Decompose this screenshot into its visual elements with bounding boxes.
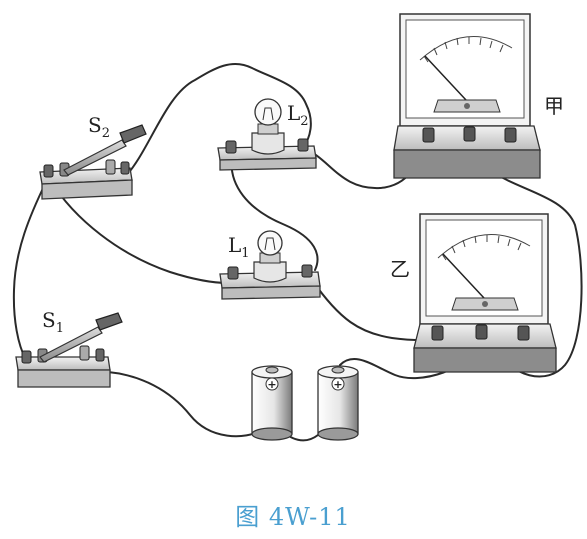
wire-s2-to-s1 bbox=[12, 181, 47, 361]
meter-top bbox=[393, 13, 541, 179]
battery-right-plus-icon: + bbox=[333, 378, 342, 391]
switch-s1[interactable] bbox=[15, 312, 123, 388]
lamp-l2 bbox=[217, 98, 317, 171]
lamp-l1 bbox=[219, 230, 321, 300]
wire-l2-to-l1 bbox=[230, 155, 319, 271]
label-s2: S2 bbox=[88, 113, 110, 141]
label-s1: S1 bbox=[42, 308, 64, 336]
switch-s2[interactable] bbox=[39, 124, 147, 200]
wire-l1-to-meter-bottom bbox=[311, 279, 437, 342]
wire-s2-to-l1 bbox=[49, 179, 229, 284]
meter-bottom bbox=[413, 213, 557, 373]
label-l2: L2 bbox=[287, 101, 309, 129]
battery-left-plus-icon: + bbox=[267, 378, 276, 391]
label-l1: L1 bbox=[228, 233, 250, 261]
figure-caption: 图 4W-11 bbox=[235, 503, 350, 531]
wires bbox=[12, 63, 583, 442]
wire-meter-top-to-meter-bottom bbox=[469, 139, 583, 378]
label-meter-top: 甲 bbox=[544, 94, 564, 118]
wire-s2-to-l2-loop bbox=[124, 63, 312, 178]
wire-s1-to-battery bbox=[107, 371, 263, 438]
label-meter-bottom: 乙 bbox=[390, 257, 410, 281]
battery-left: + bbox=[251, 365, 293, 441]
battery-right: + bbox=[317, 365, 359, 441]
